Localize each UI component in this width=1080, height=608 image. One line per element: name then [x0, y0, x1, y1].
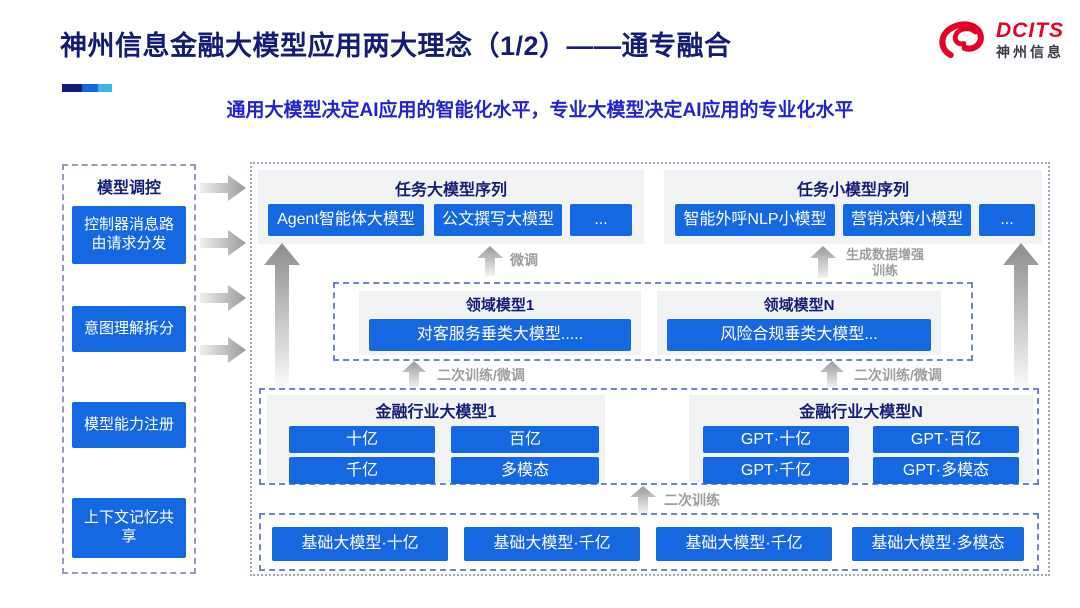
industryN-gpt-multimodal: GPT·多模态 [873, 457, 1019, 484]
sidebar-model-control: 模型调控 控制器消息路由请求分发 意图理解拆分 模型能力注册 上下文记忆共享 [62, 164, 196, 574]
industry-models-container: 金融行业大模型1 十亿 百亿 千亿 多模态 金融行业大模型N GPT·十亿 GP… [259, 388, 1039, 485]
finetune-label: 微调 [510, 252, 538, 268]
base-model-billion: 基础大模型·十亿 [272, 527, 448, 561]
customer-service-vertical-model: 对客服务垂类大模型..... [369, 319, 631, 351]
industry-model-n-title: 金融行业大模型N [799, 404, 923, 421]
task-large-models-group: 任务大模型序列 Agent智能体大模型 公文撰写大模型 ... [258, 170, 644, 244]
outbound-nlp-small-model: 智能外呼NLP小模型 [675, 204, 835, 236]
industryN-gpt-ten-billion: GPT·百亿 [873, 426, 1019, 453]
marketing-decision-small-model: 营销决策小模型 [843, 204, 971, 236]
base-model-hundred-billion-2: 基础大模型·千亿 [656, 527, 832, 561]
more-small-models: ... [979, 204, 1035, 236]
industry1-multimodal: 多模态 [451, 457, 599, 484]
up-arrow-icon [820, 361, 844, 388]
industry1-billion: 十亿 [289, 426, 435, 453]
base-model-multimodal: 基础大模型·多模态 [852, 527, 1024, 561]
retrain-finetune-right-label: 二次训练/微调 [854, 367, 942, 383]
domain-models-container: 领域模型1 对客服务垂类大模型..... 领域模型N 风险合规垂类大模型... [333, 282, 973, 361]
task-small-models-title: 任务小模型序列 [796, 182, 909, 199]
industryN-gpt-hundred-billion: GPT·千亿 [703, 457, 849, 484]
page-title: 神州信息金融大模型应用两大理念（1/2）——通专融合 [60, 31, 732, 61]
sidebar-item-context-memory: 上下文记忆共享 [72, 498, 186, 558]
up-arrow-icon [810, 246, 836, 278]
right-arrow-icon [200, 230, 246, 256]
gen-data-training-label: 生成数据增强训练 [845, 247, 924, 279]
sidebar-item-controller-routing: 控制器消息路由请求分发 [72, 206, 186, 264]
right-arrow-icon [200, 337, 246, 363]
up-arrow-icon [477, 246, 503, 276]
domain-model-n-title: 领域模型N [763, 297, 835, 314]
model-architecture-container [250, 162, 1050, 576]
tall-up-arrow-icon [1003, 243, 1039, 389]
right-arrow-icon [200, 175, 246, 201]
domain-model-n-group: 领域模型N 风险合规垂类大模型... [657, 291, 941, 355]
domain-model-1-title: 领域模型1 [465, 297, 535, 314]
sidebar-item-capability-register: 模型能力注册 [72, 402, 186, 448]
industry-model-1-group: 金融行业大模型1 十亿 百亿 千亿 多模态 [267, 395, 605, 484]
industry-model-1-title: 金融行业大模型1 [375, 404, 497, 421]
agent-large-model: Agent智能体大模型 [268, 204, 424, 236]
task-large-models-title: 任务大模型序列 [394, 182, 507, 199]
base-model-hundred-billion-1: 基础大模型·千亿 [464, 527, 640, 561]
risk-compliance-vertical-model: 风险合规垂类大模型... [667, 319, 931, 351]
retrain-label: 二次训练 [664, 492, 720, 508]
sidebar-item-intent-split: 意图理解拆分 [72, 306, 186, 352]
up-arrow-icon [630, 486, 656, 513]
tall-up-arrow-icon [264, 243, 300, 389]
retrain-finetune-left-label: 二次训练/微调 [437, 367, 525, 383]
logo-brand-cn: 神州信息 [996, 44, 1064, 61]
industry1-ten-billion: 百亿 [451, 426, 599, 453]
base-models-container: 基础大模型·十亿 基础大模型·千亿 基础大模型·千亿 基础大模型·多模态 [259, 513, 1039, 571]
task-small-models-group: 任务小模型序列 智能外呼NLP小模型 营销决策小模型 ... [664, 170, 1042, 244]
up-arrow-icon [402, 361, 426, 388]
right-arrow-icon [200, 285, 246, 311]
industryN-gpt-billion: GPT·十亿 [703, 426, 849, 453]
title-accent-bar [62, 84, 112, 92]
logo-swirl-icon [939, 21, 984, 59]
slide-subtitle: 通用大模型决定AI应用的智能化水平，专业大模型决定AI应用的专业化水平 [226, 100, 854, 121]
document-writing-large-model: 公文撰写大模型 [434, 204, 562, 236]
sidebar-title: 模型调控 [96, 180, 161, 197]
logo-brand: DCITS [996, 19, 1064, 43]
logo: DCITS 神州信息 [936, 18, 1064, 62]
industry-model-n-group: 金融行业大模型N GPT·十亿 GPT·百亿 GPT·千亿 GPT·多模态 [689, 395, 1033, 484]
domain-model-1-group: 领域模型1 对客服务垂类大模型..... [359, 291, 641, 355]
industry1-hundred-billion: 千亿 [289, 457, 435, 484]
more-large-models: ... [570, 204, 632, 236]
